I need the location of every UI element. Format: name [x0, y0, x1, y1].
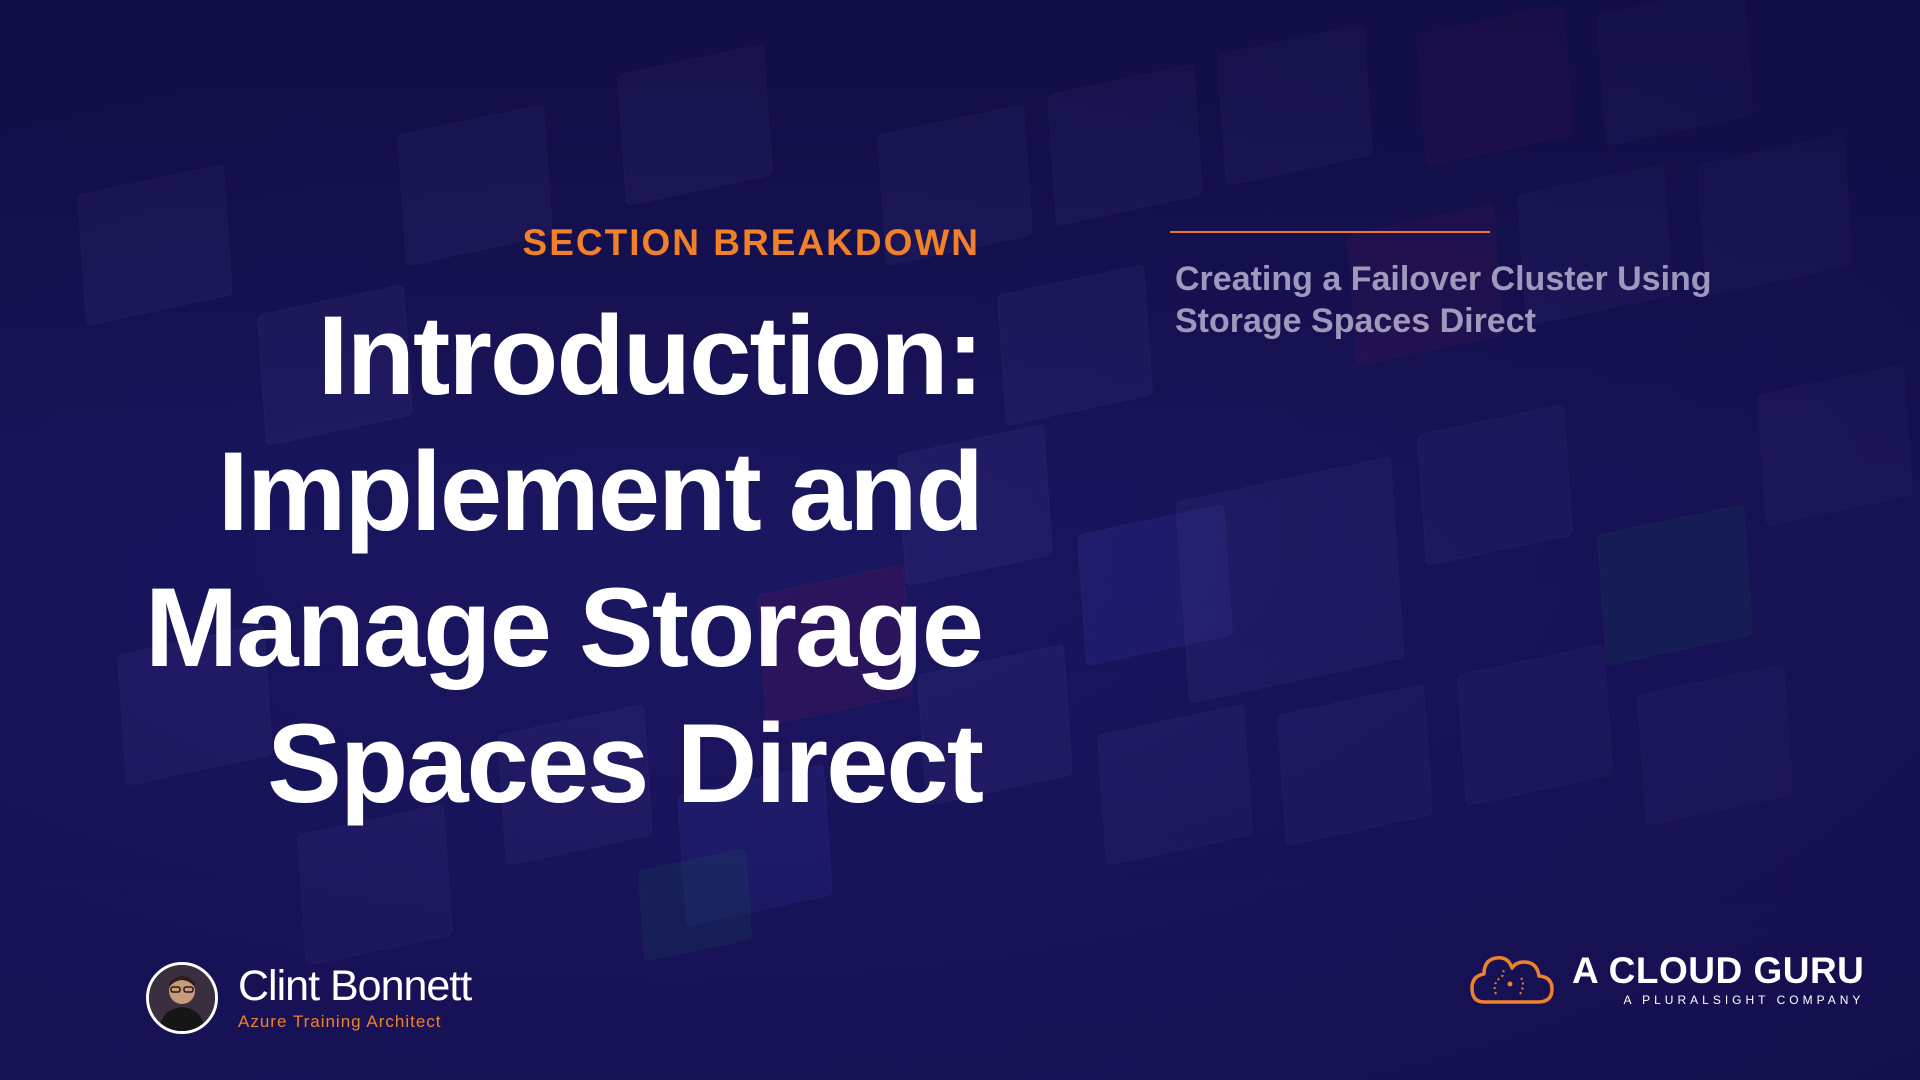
accent-divider — [1170, 231, 1490, 233]
presenter-role: Azure Training Architect — [238, 1012, 442, 1031]
brand-logo: A CLOUD GURU A PLURALSIGHT COMPANY — [1466, 950, 1864, 1008]
cloud-logo-icon — [1470, 955, 1554, 1004]
presenter-name: Clint Bonnett — [238, 962, 472, 1010]
brand-name: A CLOUD GURU — [1572, 950, 1865, 991]
brand-tagline: A PLURALSIGHT COMPANY — [1623, 993, 1865, 1007]
lesson-subtitle: Creating a Failover Cluster Using Storag… — [1175, 260, 1712, 340]
section-title: Introduction: Implement and Manage Stora… — [144, 293, 984, 826]
avatar — [146, 962, 218, 1034]
section-eyebrow: SECTION BREAKDOWN — [522, 222, 980, 263]
presenter-card: Clint Bonnett Azure Training Architect — [146, 962, 472, 1034]
